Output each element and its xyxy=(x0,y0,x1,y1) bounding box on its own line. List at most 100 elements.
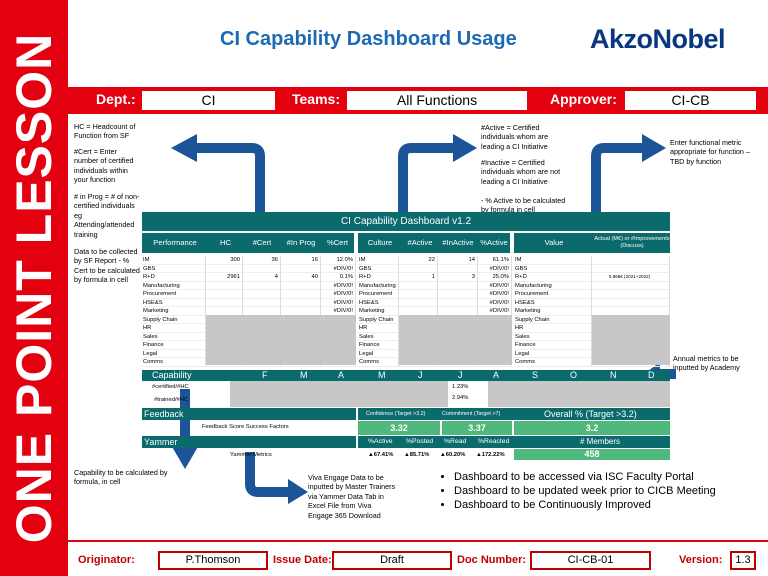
perf-name-cell: R+D xyxy=(142,273,206,282)
perf-hc-cell xyxy=(206,281,243,290)
yammer-header-bar: %Active %Posted %Read %Reacted # Members xyxy=(358,436,670,448)
side-banner: ONE POINT LESSON xyxy=(0,0,68,576)
perf-cert-cell xyxy=(243,290,281,299)
culture-name-cell: Manufacturing xyxy=(358,281,399,290)
confidence-value: 3.32 xyxy=(358,421,440,435)
value-name-cell: Comms xyxy=(514,358,592,367)
yammer-sub: Yammer Metrics xyxy=(230,452,272,458)
page-title: CI Capability Dashboard Usage xyxy=(220,28,517,50)
perf-pct-cell: #DIV/0! xyxy=(321,281,356,290)
docnum-label: Doc Number: xyxy=(457,554,527,566)
perf-cert-cell xyxy=(243,298,281,307)
ci-dashboard: CI Capability Dashboard v1.2 Performance… xyxy=(142,212,670,468)
footer-bar: Originator: P.Thomson Issue Date: Draft … xyxy=(68,540,768,576)
culture-name-cell: Legal xyxy=(358,349,399,358)
overall-header: Overall % (Target >3.2) xyxy=(544,409,637,419)
culture-name-cell: R+D xyxy=(358,273,399,282)
perf-header: Performance xyxy=(142,233,208,253)
teams-field[interactable]: All Functions xyxy=(347,91,527,110)
perf-name-cell: Comms xyxy=(142,358,206,367)
note-inactive: #Inactive = Certified individuals whom a… xyxy=(481,158,561,186)
perf-cert-cell xyxy=(243,264,281,273)
month-label: A xyxy=(493,370,500,380)
perf-hc-cell xyxy=(206,298,243,307)
perf-name-cell: Finance xyxy=(142,341,206,350)
culture-active-cell xyxy=(399,298,438,307)
perf-pct-cell: 0.1% xyxy=(321,273,356,282)
note-collected: Data to be collected by SF Report - % Ce… xyxy=(74,247,140,285)
value-name-cell: Marketing xyxy=(514,307,592,316)
note-active: #Active = Certified individuals whom are… xyxy=(481,123,549,151)
feedback-header-bar: Confidence (Target >3.2) Commitment (Tar… xyxy=(358,408,670,420)
version-field[interactable]: 1.3 xyxy=(730,551,756,570)
culture-header: Culture xyxy=(358,233,402,253)
month-label: M xyxy=(300,370,308,380)
culture-name-cell: HSE&S xyxy=(358,298,399,307)
perf-name-cell: GBS xyxy=(142,264,206,273)
value-grey-block xyxy=(592,315,670,365)
approver-field[interactable]: CI-CB xyxy=(625,91,756,110)
note-hc: HC = Headcount of Function from SF xyxy=(74,122,136,141)
month-label: F xyxy=(262,370,268,380)
commitment-value: 3.37 xyxy=(442,421,512,435)
perf-name-cell: Legal xyxy=(142,349,206,358)
perf-name-cell: Supply Chain xyxy=(142,315,206,324)
originator-field[interactable]: P.Thomson xyxy=(158,551,268,570)
actual-header: Actual (M€) or #Improvements (Discuss) xyxy=(594,233,670,253)
month-label: A xyxy=(338,370,345,380)
perf-name-cell: Sales xyxy=(142,332,206,341)
note-metric: Enter functional metric appropriate for … xyxy=(670,138,750,166)
perf-prog-cell xyxy=(281,290,321,299)
culture-pct-cell: #DIV/0! xyxy=(478,281,512,290)
culture-pct-cell: 61.1% xyxy=(478,256,512,265)
culture-active-cell xyxy=(399,290,438,299)
teams-label: Teams: xyxy=(292,91,340,107)
inactive-header: #InActive xyxy=(438,233,478,253)
certified-row-label: #certified/#HC xyxy=(152,384,189,390)
perf-prog-cell: 40 xyxy=(281,273,321,282)
culture-name-cell: Procurement xyxy=(358,290,399,299)
culture-inactive-cell: 14 xyxy=(438,256,478,265)
value-actual-cell xyxy=(592,290,670,299)
perf-cert-cell: 4 xyxy=(243,273,281,282)
perf-grey-block xyxy=(206,315,356,365)
yam-active-value: ▲67.41% xyxy=(368,452,394,458)
yam-posted-header: %Posted xyxy=(406,438,434,445)
note-inprog: # in Prog = # of non-certified individua… xyxy=(74,192,140,239)
side-banner-text: ONE POINT LESSON xyxy=(6,32,62,544)
arrow-viva-icon xyxy=(245,452,308,504)
culture-active-cell: 1 xyxy=(399,273,438,282)
culture-pct-cell: 25.0% xyxy=(478,273,512,282)
header-bar: Dept.: CI Teams: All Functions Approver:… xyxy=(68,87,768,114)
yam-reacted-header: %Reacted xyxy=(478,438,510,445)
culture-pct-cell: #DIV/0! xyxy=(478,264,512,273)
dept-field[interactable]: CI xyxy=(142,91,275,110)
perf-hc-cell xyxy=(206,290,243,299)
culture-active-cell: 22 xyxy=(399,256,438,265)
perf-pct-cell: #DIV/0! xyxy=(321,298,356,307)
culture-name-cell: Finance xyxy=(358,341,399,350)
brand-logo: AkzoNobel xyxy=(590,24,726,54)
issue-field[interactable]: Draft xyxy=(332,551,452,570)
culture-name-cell: HR xyxy=(358,324,399,333)
culture-name-cell: Marketing xyxy=(358,307,399,316)
value-name-cell: Manufacturing xyxy=(514,281,592,290)
bullet-item: Dashboard to be updated week prior to CI… xyxy=(454,484,716,498)
yam-reacted-value: ▲172.22% xyxy=(476,452,505,458)
arrow-left-up-icon xyxy=(171,134,265,214)
culture-inactive-cell xyxy=(438,298,478,307)
perf-prog-cell xyxy=(281,281,321,290)
perf-name-cell: Procurement xyxy=(142,290,206,299)
culture-name-cell: GBS xyxy=(358,264,399,273)
originator-label: Originator: xyxy=(78,554,135,566)
culture-pct-cell: #DIV/0! xyxy=(478,290,512,299)
docnum-field[interactable]: CI-CB-01 xyxy=(530,551,651,570)
perf-hc-cell xyxy=(206,264,243,273)
note-capability: Capability to be calculated by formula, … xyxy=(74,468,168,487)
month-label: N xyxy=(610,370,617,380)
capability-value-cell: 1.23% 2.94% xyxy=(448,381,488,407)
trained-row-label: #trained/#HC xyxy=(154,397,189,403)
cert-header: #Cert xyxy=(243,233,281,253)
issue-label: Issue Date: xyxy=(273,554,332,566)
commitment-header: Commitment (Target >7) xyxy=(442,411,501,417)
